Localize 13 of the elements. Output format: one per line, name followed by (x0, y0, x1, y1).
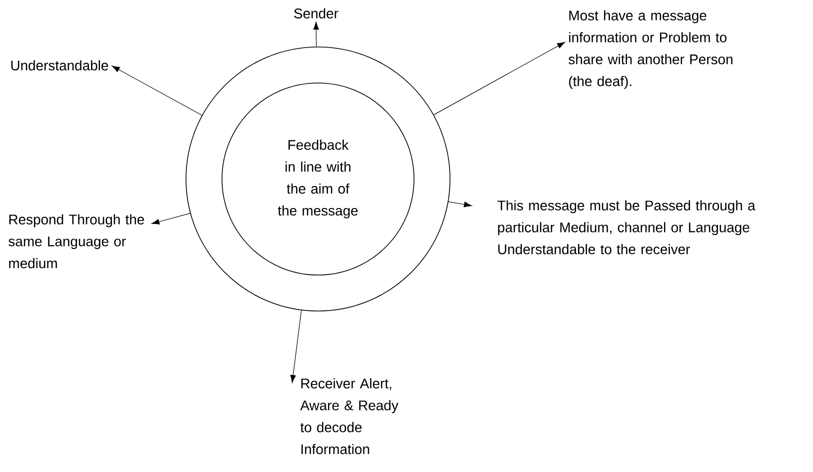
text-label: Most have a message information or Problem to share with another Person (the deaf). (568, 10, 732, 89)
text-label: Receiver Alert, Aware & Ready to decode Information (300, 378, 398, 454)
arrow (290, 310, 302, 383)
text-label: This message must be Passed through a particular Medium, channel or Language Understandable to the receiver (498, 200, 756, 254)
arrow (434, 42, 566, 116)
arrow (313, 22, 319, 47)
text-label: Respond Through the same Language or medium (8, 214, 144, 268)
outer-circle (186, 46, 450, 312)
text-label: Understandable (11, 60, 108, 70)
arrow (112, 66, 202, 116)
arrow (151, 213, 190, 224)
text-label: Sender (294, 8, 338, 18)
arrow (448, 201, 472, 208)
